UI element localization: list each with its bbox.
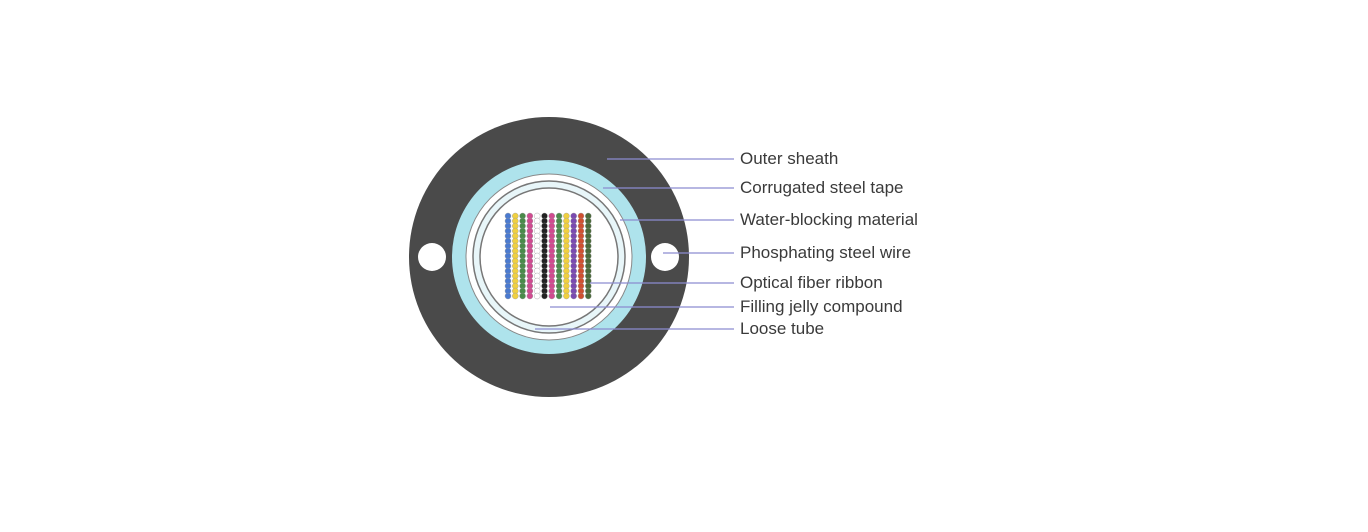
optical-fiber-ribbon	[504, 212, 592, 300]
fiber	[504, 292, 512, 300]
callout-label: Corrugated steel tape	[740, 178, 904, 197]
fiber	[512, 292, 519, 300]
fiber	[577, 292, 585, 300]
fiber	[570, 292, 577, 300]
fiber	[548, 292, 555, 300]
callout-label: Loose tube	[740, 319, 825, 338]
steel-wire-right	[651, 243, 679, 271]
callout-label: Water-blocking material	[740, 210, 918, 229]
fiber	[555, 292, 563, 300]
fiber	[534, 292, 541, 300]
leader-lines	[535, 158, 734, 330]
fiber	[541, 292, 548, 300]
callout-label: Phosphating steel wire	[740, 243, 912, 262]
steel-wire-left	[418, 243, 446, 271]
fiber	[519, 292, 526, 300]
callout-label: Optical fiber ribbon	[740, 273, 883, 292]
fiber	[563, 292, 570, 300]
fiber	[585, 292, 592, 300]
callout-label: Filling jelly compound	[740, 297, 903, 316]
fiber	[526, 292, 534, 300]
callout-label: Outer sheath	[740, 149, 839, 168]
